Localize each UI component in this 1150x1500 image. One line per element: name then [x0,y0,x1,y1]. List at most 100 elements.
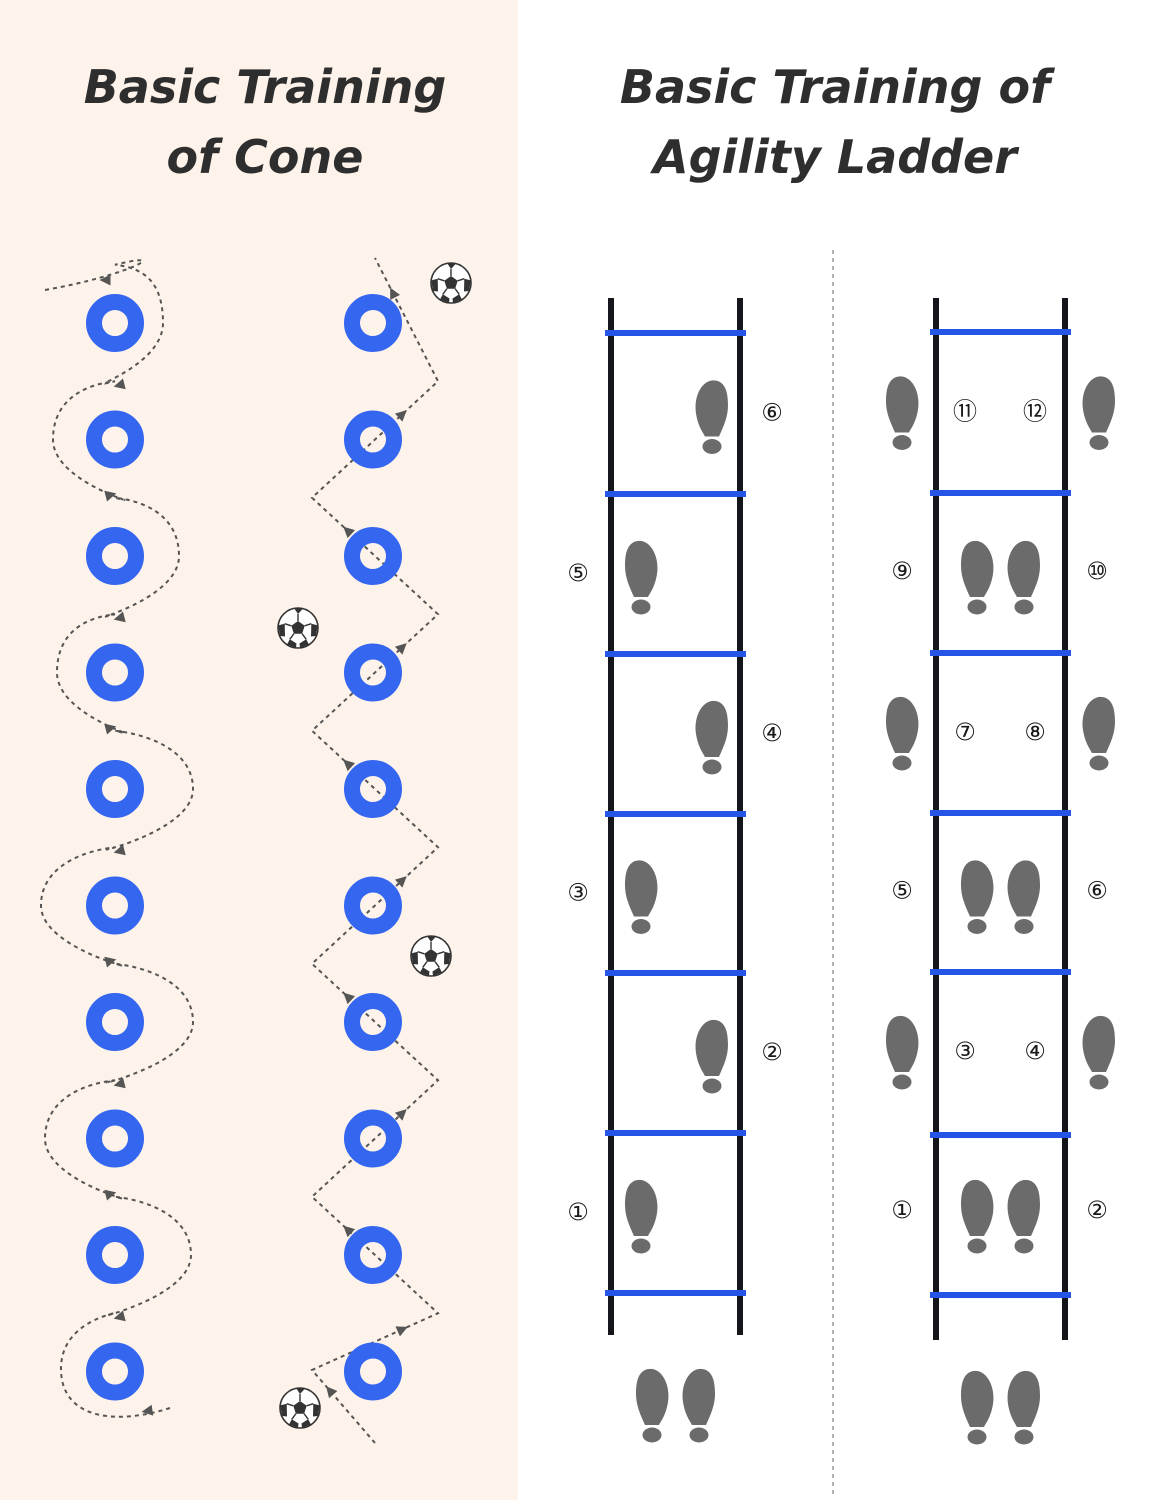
ladder-panel [518,0,1150,1500]
cone-icon [86,1226,144,1284]
cone-icon [344,643,402,702]
footprint-icon [1007,1370,1040,1445]
footprint-icon [1007,860,1040,934]
step-number-label: ④ [761,719,783,747]
step-number-label: ⑨ [891,557,913,585]
footprint-icon [636,1368,669,1443]
cone-icon [86,643,144,702]
cone-icon [344,760,402,818]
weave-path [39,259,195,1418]
cone-panel [0,0,518,1500]
footprint-shape [1082,376,1115,450]
footprint-icon [1082,696,1115,771]
ladder-title-line1: Basic Training of [619,60,1051,114]
arrow-head-icon [104,1189,117,1201]
footprint-shape [625,1179,658,1254]
footprint-icon [886,376,919,450]
cone-icon [344,876,402,935]
footprint-shape [1082,1015,1115,1090]
cone-icon [86,760,144,818]
arrow-head-icon [394,1109,407,1121]
step-number-label: ④ [1024,1037,1046,1065]
footprint-shape [886,376,919,450]
cone-icon [86,1342,144,1401]
footprint-shape [625,540,658,615]
step-number-label: ⑤ [891,877,913,905]
soccer-ball-icon [279,1386,321,1429]
footprint-icon [1082,1015,1115,1090]
footprint-icon [886,1015,919,1090]
arrow-head-icon [113,611,126,623]
step-number-label: ⑪ [953,398,977,426]
footprint-shape [886,1015,919,1090]
arrow-head-icon [104,723,117,735]
step-number-label: ③ [954,1037,976,1065]
footprint-icon [1007,1179,1040,1254]
cone-icon [344,1109,402,1168]
cone-icon [344,294,402,352]
cone-icon [86,876,144,935]
arrow-head-icon [113,1310,126,1322]
footprint-icon [1082,376,1115,450]
footprint-shape [961,860,994,934]
soccer-ball-icon [430,261,472,304]
footprint-icon [625,860,658,934]
step-number-label: ⑧ [1024,718,1046,746]
cone-icon [86,1109,144,1168]
arrow-head-icon [99,274,111,286]
footprint-shape [695,1019,728,1094]
arrow-head-icon [104,490,117,502]
step-number-label: ⑫ [1023,398,1047,426]
footprint-icon [961,1370,994,1445]
footprint-icon [695,1019,728,1094]
step-number-label: ⑤ [567,559,589,587]
cone-icon [344,527,402,585]
cone-title-line2: of Cone [166,130,364,184]
step-number-label: ② [761,1038,783,1066]
arrow-head-icon [104,956,117,968]
arrow-head-icon [394,410,407,422]
footprint-shape [695,380,728,454]
arrow-head-icon [343,1225,356,1238]
footprint-shape [1082,696,1115,771]
cone-title: Basic Training of Cone [20,52,510,192]
cone-icon [86,993,144,1051]
footprint-icon [961,1179,994,1254]
arrow-head-icon [343,759,356,772]
footprint-shape [695,700,728,775]
cone-title-line1: Basic Training [83,60,447,114]
step-number-label: ⑦ [954,718,976,746]
arrow-head-icon [390,287,401,300]
arrow-head-icon [343,992,356,1005]
arrow-head-icon [394,643,407,655]
cone-drills [39,257,472,1444]
step-number-label: ⑩ [1086,557,1108,585]
arrow-head-icon [113,378,126,390]
zigzag-path [310,257,440,1444]
footprint-icon [961,860,994,934]
arrow-head-icon [113,1077,126,1089]
footprint-icon [695,700,728,775]
arrow-head-icon [113,844,126,856]
footprint-icon [695,380,728,454]
footprint-icon [625,1179,658,1254]
footprint-shape [625,860,658,934]
footprint-icon [1007,540,1040,615]
footprint-icon [625,540,658,615]
step-number-label: ① [567,1198,589,1226]
step-number-label: ① [891,1196,913,1224]
step-number-label: ③ [567,879,589,907]
arrow-head-icon [343,526,356,539]
step-number-label: ⑥ [1086,877,1108,905]
arrow-head-icon [326,1386,338,1399]
footprint-shape [1007,1370,1040,1445]
ladder-title: Basic Training of Agility Ladder [540,52,1130,192]
footprint-shape [961,1370,994,1445]
arrow-head-icon [395,1326,408,1337]
footprint-shape [636,1368,669,1443]
cone-icon [86,527,144,585]
